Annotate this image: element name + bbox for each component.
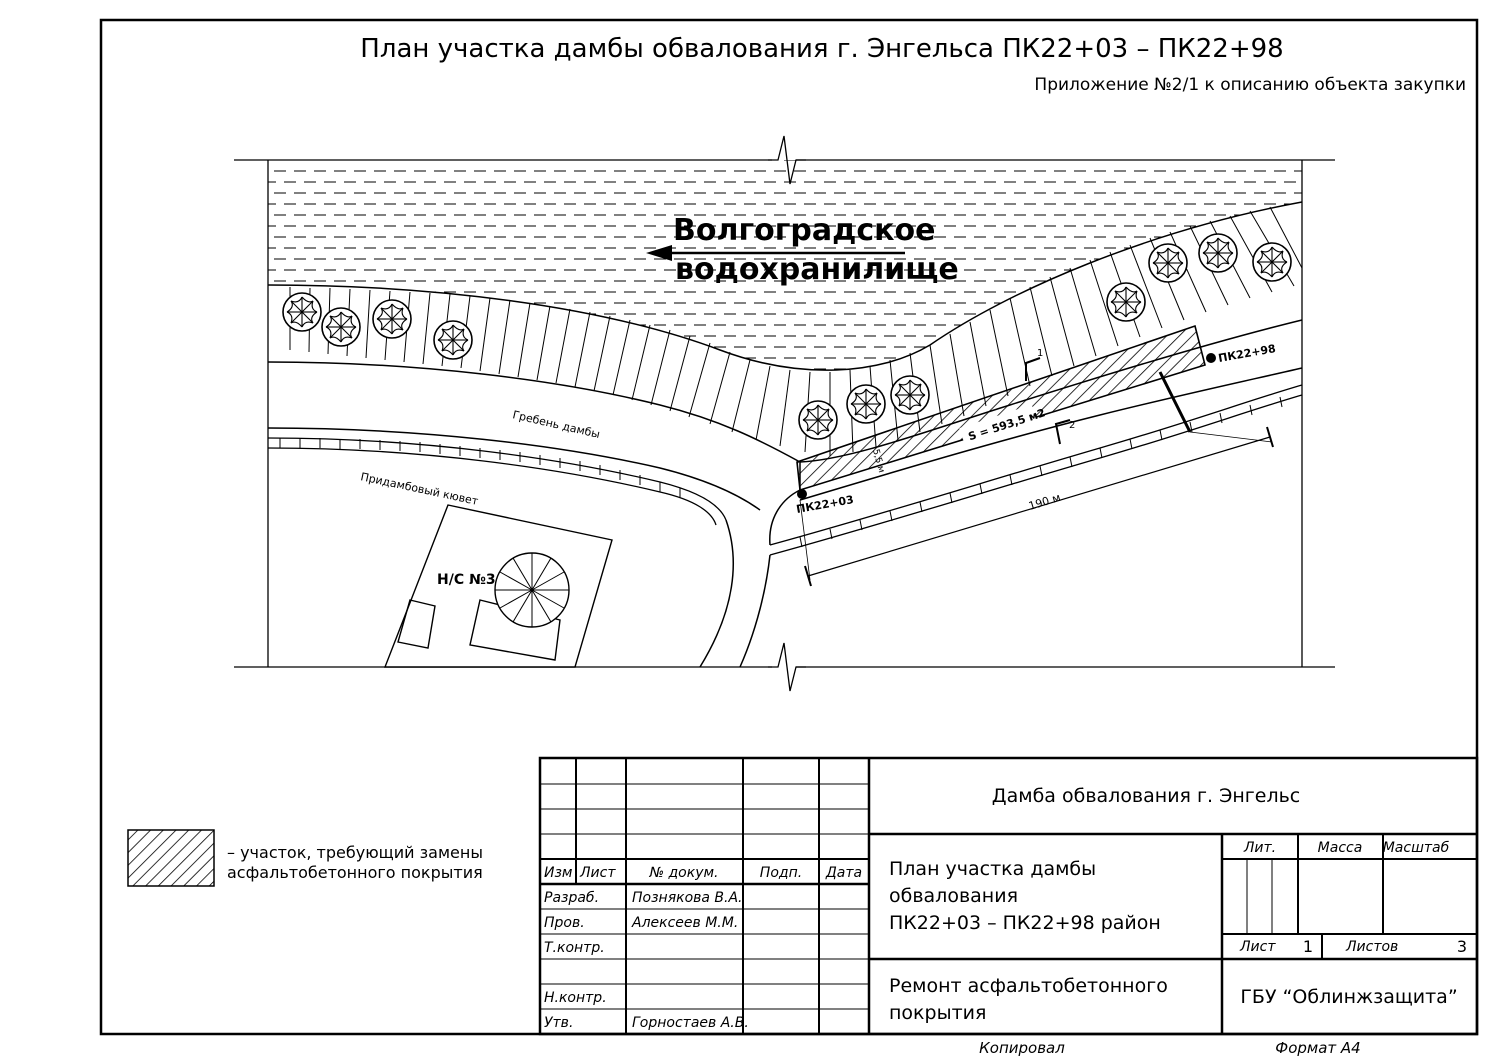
pk-start-marker [797,489,807,499]
pump-station-building [397,599,436,649]
stamp-scale: Масштаб [1383,840,1450,856]
pump-station-tank [494,552,570,628]
legend-line2: асфальтобетонного покрытия [227,863,483,882]
flow-arrow-head [646,245,672,261]
plan-area: ПК22+03 ПК22+98 1 2 S = 593,5 м2 5,5 м 1… [234,135,1335,692]
access-road-right [739,489,801,668]
legend-hatch-swatch [127,829,215,887]
ditch-ticks [279,396,1283,548]
ditch-label: Придамбовый кювет [359,470,480,508]
tree-icon [846,384,886,424]
stamp-mass: Масса [1318,840,1363,856]
stamp-work: Ремонт асфальтобетонного [889,975,1168,997]
tree-icon [1198,233,1238,273]
tree-icon [433,320,473,360]
section-end-line [1158,371,1192,433]
role-tcontrol: Т.контр. [544,940,605,956]
stamp-sheets-label: Листов [1345,939,1398,955]
stamp-object: Дамба обвалования г. Энгельс [992,785,1300,807]
role-approve: Утв. [544,1015,573,1031]
stamp-sheet-title-2: обвалования [889,885,1018,907]
dam-crest-label: Гребень дамбы [511,408,601,441]
stamp-sheet-title-1: План участка дамбы [889,858,1096,880]
stamp-sheets-value: 3 [1457,937,1467,956]
role-check: Пров. [544,915,585,931]
reservoir-label-line2: водохранилище [675,252,959,287]
crest-edge-lower-right [799,367,1303,501]
col-list: Лист [579,865,616,881]
repair-section-hatched [796,324,1206,492]
stamp-sheet-title-3: ПК22+03 – ПК22+98 район [889,912,1161,934]
title-block [538,756,1479,1036]
section-mark-1: 1 [1037,348,1043,359]
footer-format: Формат А4 [1275,1039,1360,1057]
stamp-lit: Лит. [1243,840,1276,856]
tree-icon [1148,243,1188,283]
stamp-org: ГБУ “Облинжзащита” [1240,986,1457,1008]
section-arrow-1 [1025,357,1041,381]
role-ncontrol: Н.контр. [544,990,607,1006]
tree-icon [372,299,412,339]
stamp-sheet-value: 1 [1303,937,1313,956]
reservoir-label-line1: Волгоградское [673,213,935,248]
name-dev: Познякова В.А. [632,890,743,906]
tree-icon [321,307,361,347]
tree-icon [282,292,322,332]
col-date: Дата [825,865,862,881]
page-subtitle: Приложение №2/1 к описанию объекта закуп… [1034,75,1466,95]
pk-end-label: ПК22+98 [1217,342,1276,365]
break-mark-bottom [768,642,806,692]
role-dev: Разраб. [544,890,599,906]
col-doc: № докум. [648,865,718,881]
stamp-sheet-label: Лист [1239,939,1276,955]
tree-icon [798,400,838,440]
tree-icon [1106,282,1146,322]
section-mark-2: 2 [1069,420,1075,431]
pump-station-label: Н/С №3 [437,572,496,588]
shoreline [267,201,1303,371]
name-approve: Горностаев А.В. [632,1015,749,1031]
col-sign: Подп. [760,865,802,881]
stamp-work-2: покрытия [889,1002,986,1024]
ditch-line [267,384,1303,556]
length-dimension-line [807,436,1271,577]
legend-line1: – участок, требующий замены [227,843,483,862]
name-check: Алексеев М.М. [631,915,738,931]
page-title: План участка дамбы обвалования г. Энгель… [360,34,1283,64]
length-label: 190 м [1027,491,1062,513]
tree-icon [890,375,930,415]
footer-copied: Копировал [979,1039,1065,1057]
reservoir-water [268,160,1302,371]
tree-icon [1252,242,1292,282]
section-arrow-2 [1054,419,1071,445]
col-izm: Изм [544,865,573,881]
crest-edge-lower-left [267,427,761,511]
access-road-left [699,519,734,668]
pk-end-marker [1206,353,1216,363]
